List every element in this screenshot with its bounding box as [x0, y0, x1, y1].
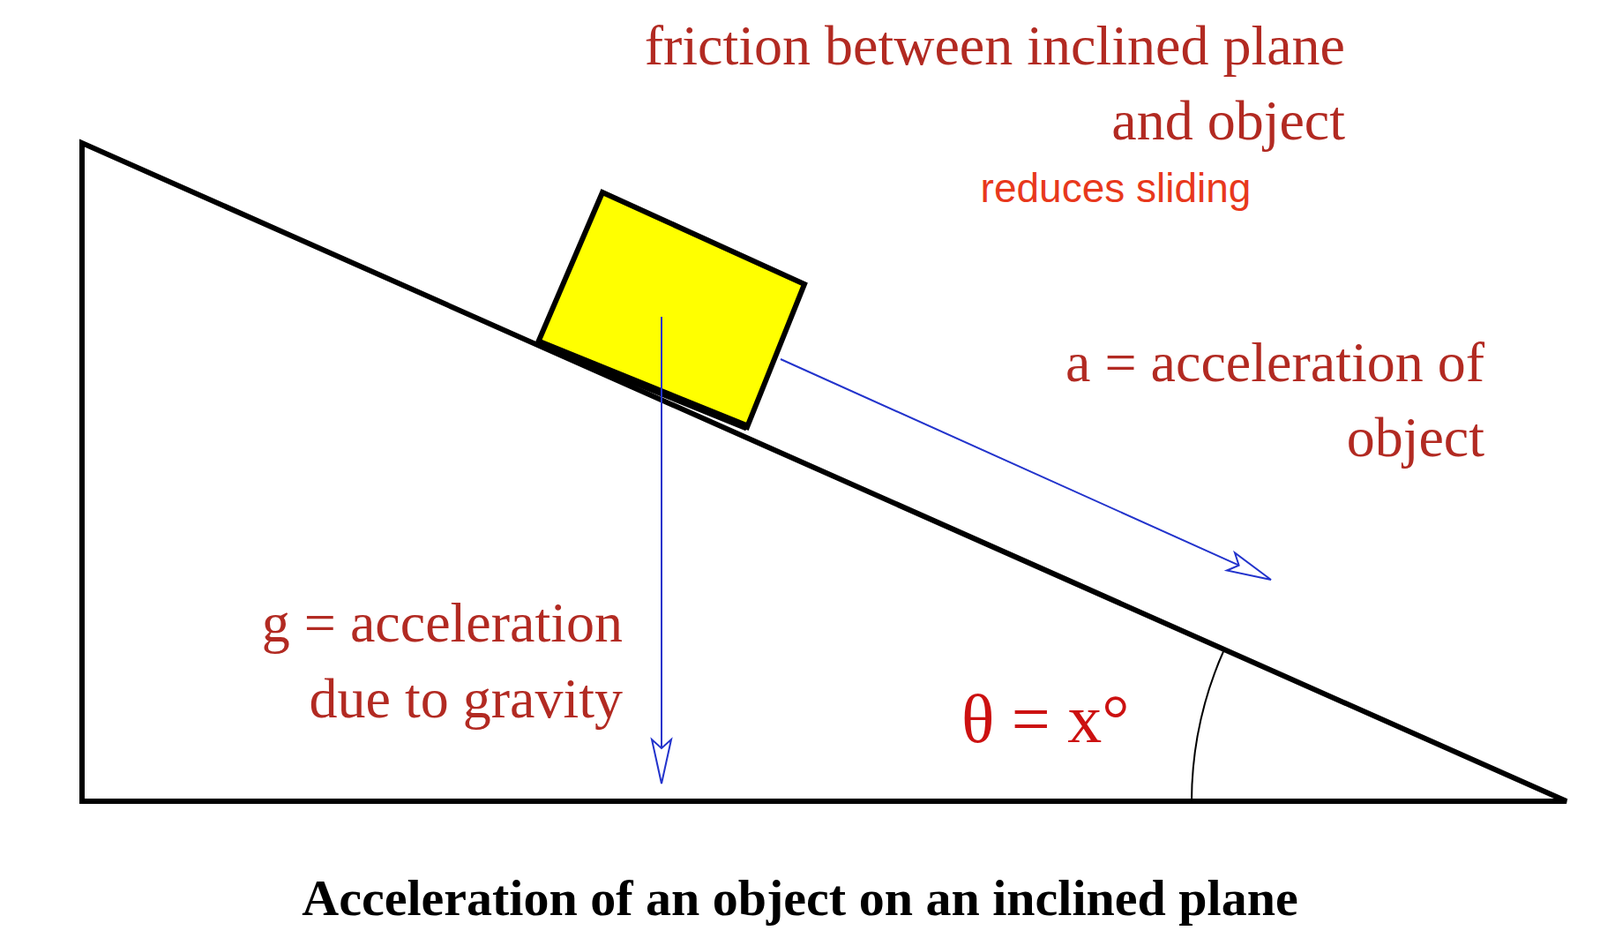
acceleration-label: a = acceleration of object [990, 324, 1485, 475]
angle-label: θ = x° [961, 684, 1130, 754]
gravity-arrowhead [651, 739, 672, 784]
inclined-plane [82, 142, 1567, 801]
angle-arc [1191, 649, 1225, 801]
sliding-block [538, 192, 805, 427]
gravity-label: g = acceleration due to gravity [199, 584, 623, 738]
friction-note-sub: reduces sliding [939, 164, 1293, 213]
caption: Acceleration of an object on an inclined… [8, 867, 1592, 929]
gravity-arrow [660, 316, 663, 748]
acceleration-arrowhead [1226, 553, 1272, 581]
block-contact-edge [538, 342, 748, 427]
friction-note: friction between inclined plane and obje… [613, 7, 1346, 158]
